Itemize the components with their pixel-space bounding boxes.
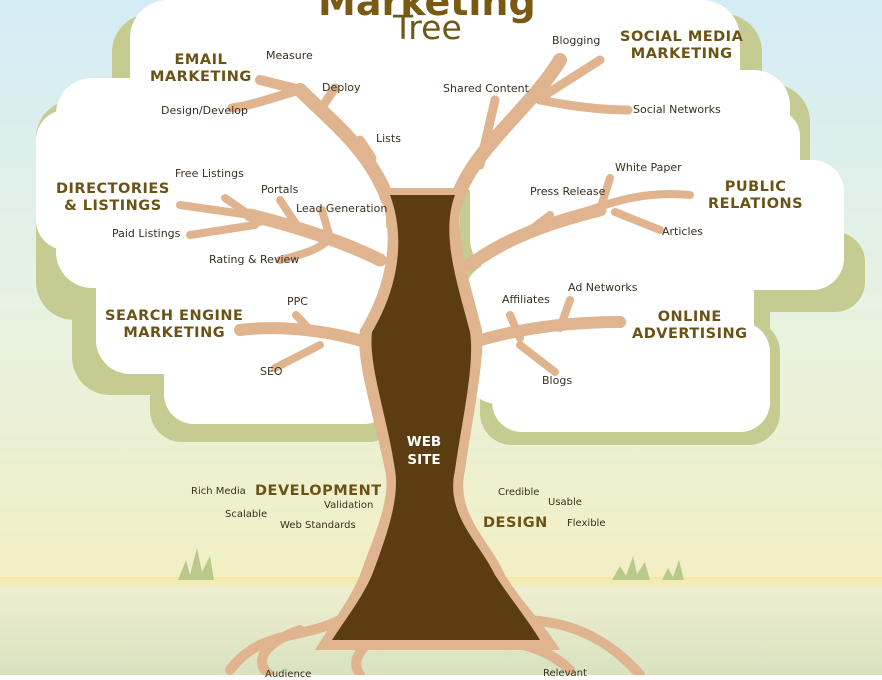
item-rich-media: Rich Media: [191, 486, 246, 497]
heading-online-advertising: ONLINE ADVERTISING: [632, 309, 748, 343]
item-blogs: Blogs: [542, 374, 573, 387]
item-rating-review: Rating & Review: [209, 253, 300, 266]
heading-pr-line1: PUBLIC: [724, 179, 787, 195]
item-relevant: Relevant: [543, 668, 587, 679]
heading-design-line1: DESIGN: [483, 515, 548, 531]
title-sub: Tree: [393, 8, 462, 47]
heading-online-line1: ONLINE: [657, 309, 722, 325]
item-measure: Measure: [266, 49, 313, 62]
item-articles: Articles: [662, 225, 704, 238]
heading-design: DESIGN: [483, 515, 548, 532]
item-seo: SEO: [260, 365, 283, 378]
heading-email-line2: MARKETING: [150, 69, 252, 85]
trunk-label: WEB SITE: [398, 433, 450, 469]
item-ad-networks: Ad Networks: [568, 281, 638, 294]
item-white-paper: White Paper: [615, 161, 682, 174]
item-shared-content: Shared Content: [443, 82, 529, 95]
item-affiliates: Affiliates: [502, 293, 550, 306]
heading-development: DEVELOPMENT: [255, 483, 382, 500]
item-press-release: Press Release: [530, 185, 606, 198]
item-validation: Validation: [324, 500, 374, 511]
heading-search-line1: SEARCH ENGINE: [105, 308, 244, 324]
item-paid-listings: Paid Listings: [112, 227, 181, 240]
item-design-develop: Design/Develop: [161, 104, 248, 117]
item-blogging: Blogging: [552, 34, 601, 47]
trunk-label-line2: SITE: [407, 452, 441, 468]
heading-search-engine-marketing: SEARCH ENGINE MARKETING: [105, 308, 243, 342]
item-free-listings: Free Listings: [175, 167, 244, 180]
item-lists: Lists: [376, 132, 401, 145]
item-usable: Usable: [548, 497, 582, 508]
tree-trunk: [332, 195, 540, 640]
item-flexible: Flexible: [567, 518, 606, 529]
heading-online-line2: ADVERTISING: [632, 326, 748, 342]
trunk-label-line1: WEB: [406, 434, 442, 450]
heading-directories-listings: DIRECTORIES & LISTINGS: [56, 181, 170, 215]
heading-social-media-marketing: SOCIAL MEDIA MARKETING: [620, 29, 743, 63]
heading-public-relations: PUBLIC RELATIONS: [708, 179, 803, 213]
item-credible: Credible: [498, 487, 540, 498]
item-lead-generation: Lead Generation: [296, 202, 388, 215]
heading-email-line1: EMAIL: [174, 52, 228, 68]
item-portals: Portals: [261, 183, 299, 196]
item-web-standards: Web Standards: [280, 520, 356, 531]
item-scalable: Scalable: [225, 509, 268, 520]
heading-social-line2: MARKETING: [630, 46, 733, 62]
item-ppc: PPC: [287, 295, 308, 308]
item-deploy: Deploy: [322, 81, 361, 94]
heading-email-marketing: EMAIL MARKETING: [150, 52, 252, 86]
heading-search-line2: MARKETING: [123, 325, 226, 341]
heading-pr-line2: RELATIONS: [708, 196, 804, 212]
heading-development-line1: DEVELOPMENT: [255, 483, 382, 499]
grass-tuft-icon: [178, 548, 684, 580]
heading-directories-line1: DIRECTORIES: [56, 181, 170, 197]
item-social-networks: Social Networks: [633, 103, 721, 116]
heading-directories-line2: & LISTINGS: [64, 198, 162, 214]
title-main: Marketing: [318, 0, 536, 24]
heading-social-line1: SOCIAL MEDIA: [620, 29, 744, 45]
